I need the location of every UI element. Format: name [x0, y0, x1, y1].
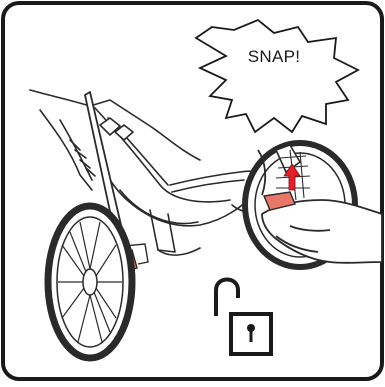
snap-callout-text: SNAP! — [228, 47, 320, 67]
front-wheel — [48, 206, 132, 358]
